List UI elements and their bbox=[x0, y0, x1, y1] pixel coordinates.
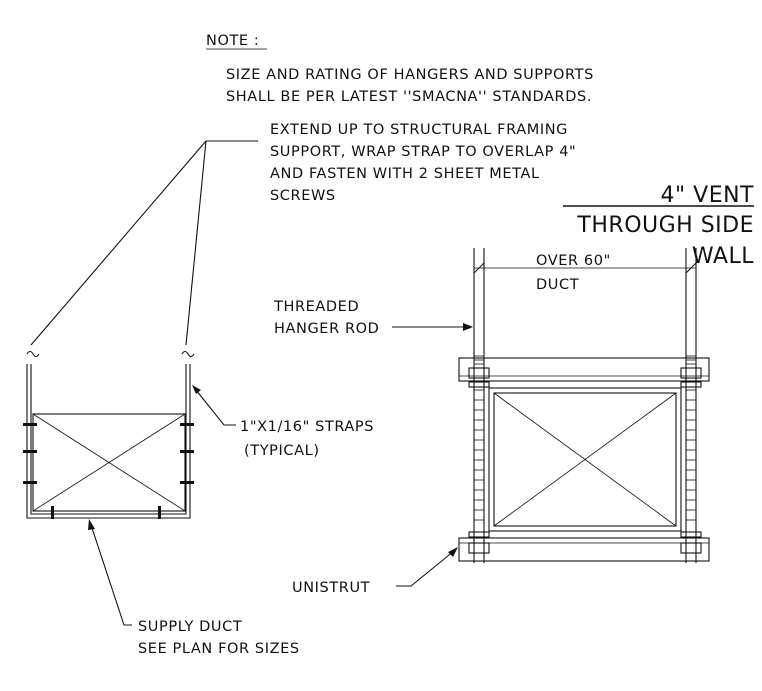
nut-icon bbox=[468, 367, 490, 379]
screw-icon bbox=[180, 450, 194, 453]
extend-leader-right bbox=[185, 140, 207, 346]
break-mark-left bbox=[26, 350, 40, 358]
trapeze-hanger-assembly bbox=[458, 248, 710, 563]
title-line-1: 4" VENT bbox=[661, 183, 755, 208]
note-heading: NOTE : bbox=[206, 33, 259, 49]
rod-threads bbox=[474, 355, 696, 521]
duct-inner-wall bbox=[493, 392, 677, 527]
supply-duct-callout: SUPPLY DUCT SEE PLAN FOR SIZES bbox=[88, 519, 300, 657]
detail-title: 4" VENT THROUGH SIDE WALL bbox=[563, 183, 754, 269]
arrowhead-icon bbox=[192, 385, 201, 394]
nut-icon bbox=[468, 381, 490, 388]
strap-hanger-duct bbox=[23, 350, 195, 519]
nut-icon bbox=[680, 542, 702, 554]
break-mark-right bbox=[181, 350, 195, 358]
nut-icon bbox=[468, 542, 490, 554]
screw-icon bbox=[23, 423, 37, 426]
screw-icon bbox=[23, 450, 37, 453]
title-line-3: WALL bbox=[692, 244, 754, 269]
title-line-2: THROUGH SIDE bbox=[576, 213, 754, 238]
duct-diagonal-2 bbox=[32, 413, 186, 512]
unistrut-callout: UNISTRUT bbox=[292, 547, 458, 596]
supply-duct-line-1: SUPPLY DUCT bbox=[138, 619, 242, 635]
extend-leader-left bbox=[30, 140, 207, 346]
screw-icon bbox=[180, 481, 194, 484]
supply-duct-section bbox=[32, 413, 186, 512]
dimension-tick-right bbox=[685, 262, 697, 274]
dimension-tick-left bbox=[473, 262, 485, 274]
strap-outer bbox=[26, 364, 191, 519]
arrowhead-icon bbox=[88, 519, 95, 530]
straps-line-1: 1"X1/16" STRAPS bbox=[240, 419, 374, 435]
arrowhead-icon bbox=[463, 323, 473, 331]
extend-line-1: EXTEND UP TO STRUCTURAL FRAMING bbox=[270, 122, 568, 138]
threaded-rod-line-2: HANGER ROD bbox=[274, 321, 379, 337]
straps-line-2: (TYPICAL) bbox=[244, 443, 320, 459]
arrowhead-icon bbox=[448, 547, 458, 557]
screw-icon bbox=[158, 506, 161, 519]
unistrut-label: UNISTRUT bbox=[292, 580, 370, 596]
nut-icon bbox=[468, 531, 490, 538]
extend-line-2: SUPPORT, WRAP STRAP TO OVERLAP 4" bbox=[270, 144, 576, 160]
threaded-rod-callout: THREADED HANGER ROD bbox=[273, 299, 473, 337]
duct-diagonal-2 bbox=[493, 392, 677, 527]
nut-icon bbox=[680, 531, 702, 538]
nut-icon bbox=[680, 367, 702, 379]
duct-section bbox=[488, 387, 682, 532]
screw-icon bbox=[23, 481, 37, 484]
supply-duct-line-2: SEE PLAN FOR SIZES bbox=[138, 641, 300, 657]
strap-inner bbox=[30, 364, 187, 515]
extend-callout: EXTEND UP TO STRUCTURAL FRAMING SUPPORT,… bbox=[30, 122, 576, 346]
unistrut-top bbox=[458, 357, 710, 382]
note-line-1: SIZE AND RATING OF HANGERS AND SUPPORTS bbox=[226, 67, 594, 83]
screw-icon bbox=[51, 506, 54, 519]
over-duct-line-2: DUCT bbox=[536, 277, 579, 293]
nut-icon bbox=[680, 381, 702, 388]
screw-icon bbox=[180, 423, 194, 426]
note-line-2: SHALL BE PER LATEST ''SMACNA'' STANDARDS… bbox=[226, 89, 592, 105]
unistrut-leader bbox=[396, 550, 455, 587]
duct-width-dimension: OVER 60" DUCT bbox=[473, 253, 697, 293]
extend-line-4: SCREWS bbox=[270, 188, 336, 204]
straps-leader bbox=[195, 389, 236, 426]
unistrut-bottom bbox=[458, 537, 710, 562]
over-duct-line-1: OVER 60" bbox=[536, 253, 611, 269]
threaded-rod-line-1: THREADED bbox=[273, 299, 359, 315]
straps-callout: 1"X1/16" STRAPS (TYPICAL) bbox=[192, 385, 374, 459]
supply-duct-leader bbox=[90, 524, 132, 626]
extend-line-3: AND FASTEN WITH 2 SHEET METAL bbox=[270, 166, 540, 182]
